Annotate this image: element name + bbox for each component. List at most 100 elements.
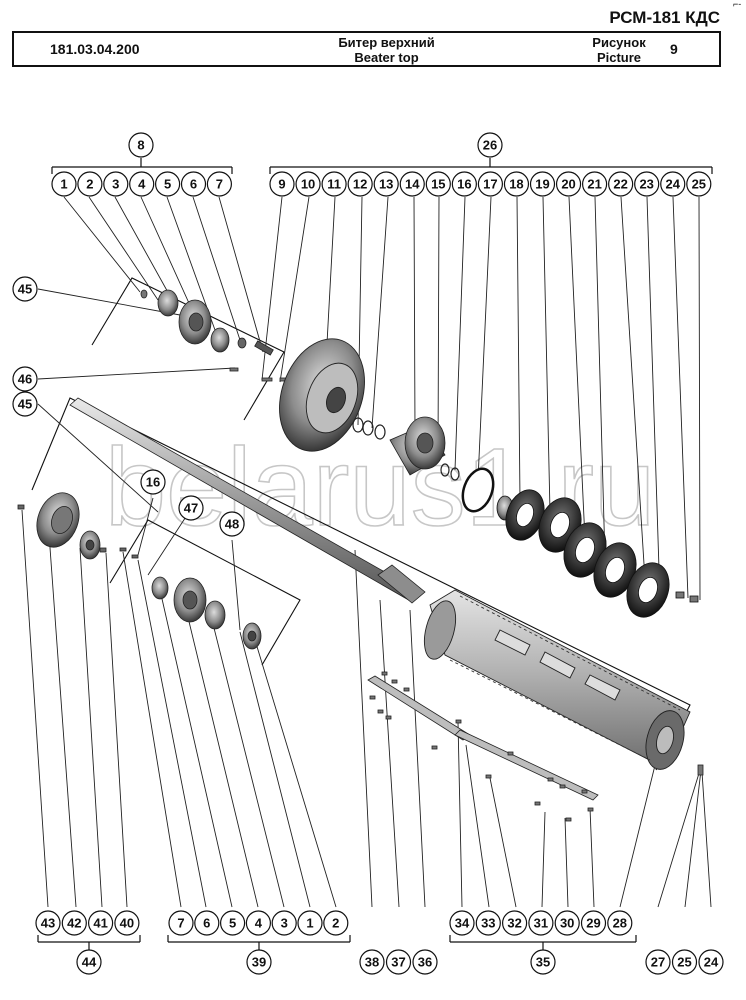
fixing-strips: [367, 671, 704, 822]
callout-label: 25: [692, 177, 706, 192]
callout-33: 33: [475, 910, 501, 936]
callout-circle: [155, 171, 181, 197]
callout-25: 25: [686, 171, 712, 197]
callout-17: 17: [477, 171, 503, 197]
callout-3: 3: [271, 910, 297, 936]
callout-circle: [168, 910, 194, 936]
spacer-rings: [440, 463, 460, 481]
callout-label: 33: [481, 916, 495, 931]
callout-label: 24: [666, 177, 681, 192]
callout-circle: [608, 171, 634, 197]
callout-circle: [194, 910, 220, 936]
callout-circle: [449, 910, 475, 936]
callout-circle: [477, 171, 503, 197]
callout-42: 42: [61, 910, 87, 936]
callout-43: 43: [35, 910, 61, 936]
callout-label: 6: [203, 916, 210, 931]
callout-23: 23: [634, 171, 660, 197]
callout-label: 46: [18, 372, 32, 387]
callout-circle: [698, 949, 724, 975]
callout-label: 28: [613, 916, 627, 931]
hub: [389, 416, 446, 476]
callout-7: 7: [206, 171, 232, 197]
callout-24: 24: [660, 171, 686, 197]
picture-number: 9: [670, 41, 678, 57]
callout-circle: [87, 910, 114, 936]
callout-label: 48: [225, 517, 239, 532]
callout-label: 30: [560, 916, 574, 931]
callout-label: 7: [216, 177, 223, 192]
beater-drum: [423, 589, 691, 770]
callout-24: 24: [698, 949, 724, 975]
callout-label: 24: [704, 955, 719, 970]
callout-circle: [373, 171, 399, 197]
picture-label-ru: Рисунок: [592, 35, 646, 50]
callout-2: 2: [323, 910, 349, 936]
callout-28: 28: [607, 910, 633, 936]
callout-label: 19: [535, 177, 549, 192]
callout-label: 43: [41, 916, 55, 931]
part-name-en: Beater top: [354, 50, 419, 65]
callout-circle: [607, 910, 633, 936]
callout-label: 11: [327, 177, 341, 192]
callout-circle: [297, 910, 323, 936]
callout-12: 12: [347, 171, 373, 197]
callout-circle: [530, 949, 556, 975]
callout-29: 29: [580, 910, 607, 936]
callout-circle: [114, 910, 140, 936]
callout-label: 6: [190, 177, 197, 192]
callout-label: 15: [431, 177, 445, 192]
callout-circle: [269, 171, 295, 197]
callout-circle: [76, 949, 102, 975]
callout-1: 1: [297, 910, 323, 936]
callout-label: 42: [67, 916, 81, 931]
callout-3: 3: [103, 171, 129, 197]
callout-circle: [77, 171, 103, 197]
callout-label: 38: [365, 955, 379, 970]
callout-label: 23: [639, 177, 653, 192]
callout-label: 1: [60, 177, 67, 192]
callout-label: 12: [353, 177, 367, 192]
picture-label-en: Picture: [596, 50, 642, 65]
callout-circle: [178, 495, 204, 521]
callout-circle: [425, 171, 451, 197]
disc-series: [461, 467, 699, 618]
callout-37: 37: [385, 949, 412, 975]
callout-18: 18: [503, 171, 530, 197]
callout-2: 2: [77, 171, 103, 197]
callout-circle: [501, 910, 528, 936]
callout-circle: [220, 910, 246, 936]
bearing-group-bottom-left: [119, 547, 262, 650]
callout-circle: [180, 171, 207, 197]
callout-circle: [634, 171, 660, 197]
callout-circle: [477, 132, 503, 158]
callout-15: 15: [425, 171, 451, 197]
callout-label: 16: [457, 177, 471, 192]
callout-34: 34: [449, 910, 475, 936]
callout-label: 5: [229, 916, 236, 931]
callout-circle: [475, 910, 501, 936]
callout-label: 3: [112, 177, 119, 192]
callout-label: 2: [332, 916, 339, 931]
callout-30: 30: [554, 910, 580, 936]
callout-label: 47: [184, 501, 198, 516]
callout-label: 21: [587, 177, 601, 192]
callout-27: 27: [645, 949, 671, 975]
corner-mark: ⌐-: [733, 0, 742, 9]
callout-label: 9: [278, 177, 285, 192]
callout-label: 25: [677, 955, 691, 970]
model-title: РСМ-181 КДС: [609, 8, 720, 27]
callout-5: 5: [220, 910, 246, 936]
callout-circle: [359, 949, 385, 975]
callout-circle: [399, 171, 425, 197]
callout-label: 4: [138, 177, 146, 192]
callout-circle: [385, 949, 412, 975]
callout-4: 4: [245, 910, 271, 936]
callout-45: 45: [12, 276, 38, 302]
callout-7: 7: [168, 910, 194, 936]
callout-label: 29: [586, 916, 600, 931]
callout-circle: [246, 949, 272, 975]
callout-38: 38: [359, 949, 385, 975]
callout-label: 13: [379, 177, 393, 192]
pulley-left: [17, 492, 107, 560]
